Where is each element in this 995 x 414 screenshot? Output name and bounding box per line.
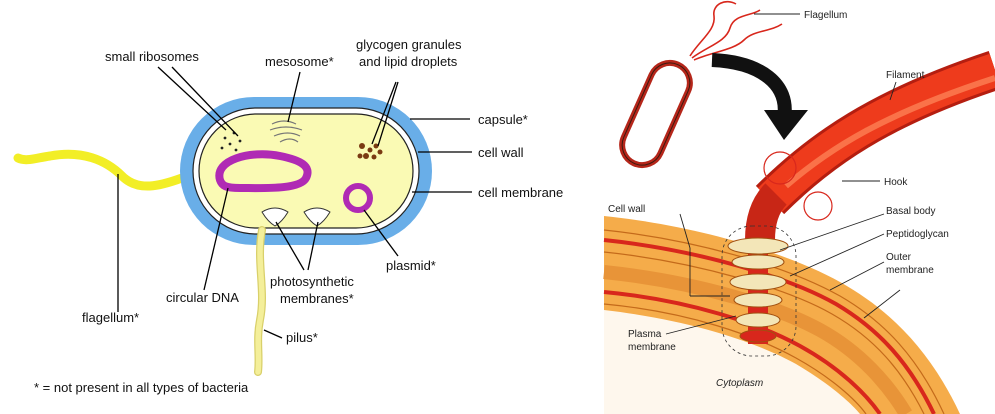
footnote: * = not present in all types of bacteria — [34, 380, 249, 395]
peptidoglycan-label: Peptidoglycan — [886, 229, 949, 240]
plasma-membrane-label-line1: Plasma — [628, 329, 662, 340]
pilus-label: pilus* — [286, 330, 318, 345]
photosynthetic-label-line2: membranes* — [280, 291, 354, 306]
flagellum-label: flagellum* — [82, 310, 139, 325]
mesosome-label: mesosome* — [265, 54, 334, 69]
photosynthetic-membrane-2 — [303, 207, 331, 227]
cell-wall-label: cell wall — [478, 145, 524, 160]
bacterium-thumbnail — [619, 0, 783, 169]
small-ribosomes-label: small ribosomes — [105, 49, 199, 64]
outer-membrane-label-line1: Outer — [886, 252, 912, 263]
flagellum-title-label: Flagellum — [804, 10, 847, 21]
cell-membrane-label: cell membrane — [478, 185, 563, 200]
membrane-layers — [603, 216, 960, 414]
bacterial-cell-diagram: small ribosomes mesosome* glycogen granu… — [13, 37, 563, 395]
circular-dna-shape — [215, 150, 312, 193]
filament-shape — [755, 51, 995, 215]
hook-label: Hook — [884, 177, 908, 188]
flagellum-shape — [13, 149, 187, 191]
plasma-membrane-label-line2: membrane — [628, 342, 676, 353]
hook-shape — [745, 183, 788, 241]
basal-body-label: Basal body — [886, 206, 935, 217]
photosynthetic-label-line1: photosynthetic — [270, 274, 354, 289]
plasmid-shape — [343, 183, 373, 213]
basal-rod — [748, 238, 768, 344]
filament-label: Filament — [886, 70, 925, 81]
outer-membrane-label-line2: membrane — [886, 265, 934, 276]
photosynthetic-membrane-1 — [261, 207, 289, 227]
capsule-label: capsule* — [478, 112, 528, 127]
cell-wall-label-right: Cell wall — [608, 204, 645, 215]
plasmid-label: plasmid* — [386, 258, 436, 273]
glycogen-label-line1: glycogen granules — [356, 37, 462, 52]
glycogen-granules-shape — [357, 143, 383, 160]
glycogen-label-line2: and lipid droplets — [359, 54, 458, 69]
basal-body-rings — [727, 237, 789, 343]
circular-dna-label: circular DNA — [166, 290, 239, 305]
zoom-arrow-icon — [711, 53, 808, 140]
mesosome-shape — [269, 120, 303, 143]
basal-body-dashed-outline — [721, 225, 797, 357]
cytoplasm-label: Cytoplasm — [716, 378, 763, 389]
